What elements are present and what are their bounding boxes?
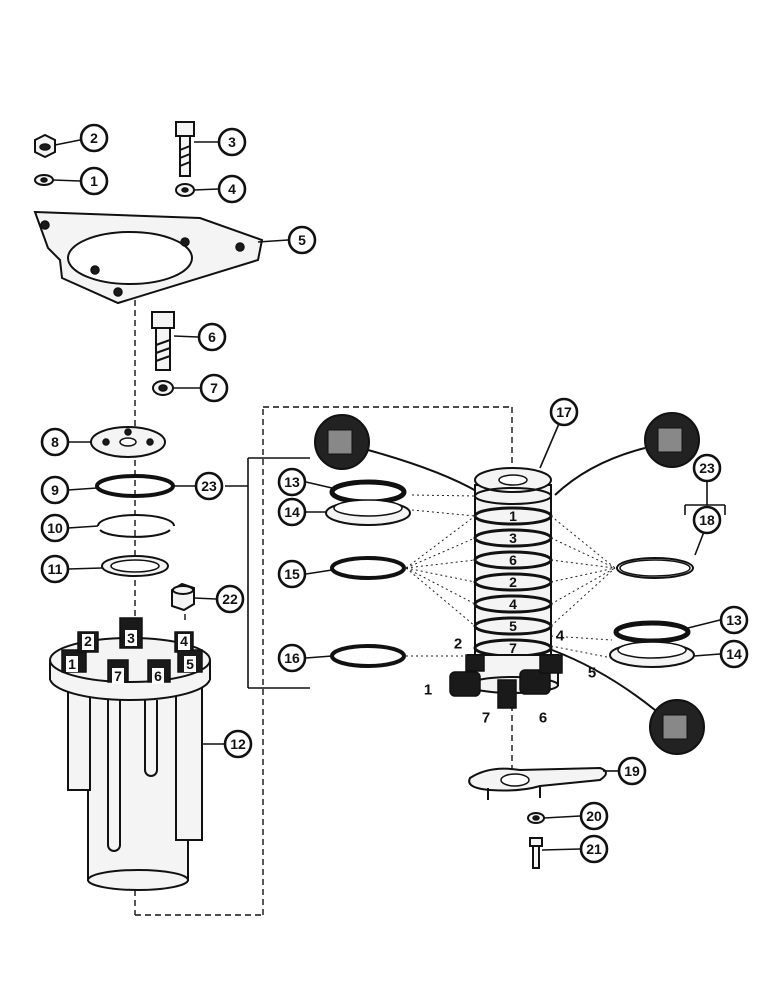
svg-text:3: 3 [228, 134, 236, 150]
spool-ring-5: 5 [509, 618, 517, 634]
callout-13-right: 13 [719, 605, 749, 635]
callout-3: 3 [217, 127, 247, 157]
swivel-housing [49, 617, 211, 891]
cap-plug [171, 582, 195, 612]
callout-1: 1 [79, 166, 109, 196]
svg-text:6: 6 [208, 329, 216, 345]
svg-text:8: 8 [51, 434, 59, 450]
housing-port-1: 1 [68, 656, 76, 672]
svg-text:16: 16 [284, 650, 300, 666]
callout-14-right: 14 [719, 639, 749, 669]
callout-22: 22 [215, 584, 245, 614]
spool-ring-3: 3 [509, 530, 517, 546]
svg-text:22: 22 [222, 591, 238, 607]
callout-6: 6 [197, 322, 227, 352]
group-bracket-left [225, 457, 310, 689]
spool-ring-1: 1 [509, 508, 517, 524]
spool-port-7: 7 [482, 710, 490, 727]
housing-port-2: 2 [84, 633, 92, 649]
spool-port-1: 1 [424, 682, 432, 699]
spool-port-5: 5 [588, 665, 596, 682]
seals-right [609, 557, 695, 668]
callout-18: 18 [692, 505, 722, 535]
svg-text:9: 9 [51, 482, 59, 498]
callout-14-left: 14 [277, 497, 307, 527]
dotted-leaders [405, 494, 616, 659]
swivel-spool [449, 467, 563, 709]
callout-2: 2 [79, 123, 109, 153]
svg-text:21: 21 [586, 841, 602, 857]
callout-21: 21 [579, 834, 609, 864]
svg-text:5: 5 [298, 232, 306, 248]
svg-text:11: 11 [48, 561, 63, 577]
housing-port-labels: 2 3 4 1 7 6 5 [66, 630, 196, 684]
svg-text:23: 23 [201, 478, 217, 494]
callout-23-left: 23 [194, 471, 224, 501]
svg-text:19: 19 [624, 763, 640, 779]
callout-13-left: 13 [277, 467, 307, 497]
callout-16: 16 [277, 643, 307, 673]
housing-port-5: 5 [186, 656, 194, 672]
callout-5: 5 [287, 225, 317, 255]
svg-text:12: 12 [230, 736, 246, 752]
svg-text:13: 13 [284, 474, 300, 490]
housing-port-6: 6 [154, 668, 162, 684]
rings-left [95, 474, 175, 577]
callout-11: 11 [40, 554, 70, 584]
housing-port-3: 3 [127, 630, 135, 646]
svg-text:23: 23 [699, 460, 715, 476]
callout-8: 8 [40, 427, 70, 457]
svg-text:15: 15 [284, 566, 300, 582]
callout-15: 15 [277, 559, 307, 589]
callout-7: 7 [199, 373, 229, 403]
bolt-3 [175, 121, 195, 197]
spool-ring-labels: 1 3 6 2 4 5 7 [509, 508, 517, 656]
callout-20: 20 [579, 801, 609, 831]
lock-plate [468, 766, 607, 869]
bolt-6 [151, 311, 175, 396]
spool-ring-6: 6 [509, 552, 517, 568]
spool-ring-4: 4 [509, 596, 517, 612]
retainer-plate [90, 426, 166, 458]
svg-text:14: 14 [726, 646, 742, 662]
svg-text:18: 18 [699, 512, 715, 528]
svg-text:1: 1 [90, 173, 98, 189]
callout-4: 4 [217, 174, 247, 204]
spool-port-4: 4 [556, 628, 565, 645]
spool-port-6: 6 [539, 710, 547, 727]
group-bracket-right [684, 482, 726, 515]
nut-and-washer [34, 133, 56, 186]
spool-ring-7: 7 [509, 640, 517, 656]
svg-text:10: 10 [47, 520, 63, 536]
callout-23-right: 23 [692, 453, 722, 483]
callout-leaders [52, 139, 721, 851]
seals-left [325, 479, 411, 668]
spool-port-labels: 2 4 1 5 7 6 [424, 628, 596, 727]
housing-port-7: 7 [114, 668, 122, 684]
callout-17: 17 [549, 397, 579, 427]
mounting-plate [33, 210, 264, 305]
svg-text:2: 2 [90, 130, 98, 146]
callout-19: 19 [617, 756, 647, 786]
housing-port-4: 4 [180, 633, 188, 649]
callout-12: 12 [223, 729, 253, 759]
svg-text:14: 14 [284, 504, 300, 520]
svg-text:4: 4 [228, 181, 236, 197]
svg-text:13: 13 [726, 612, 742, 628]
svg-text:20: 20 [586, 808, 602, 824]
svg-text:17: 17 [556, 404, 572, 420]
callout-9: 9 [40, 475, 70, 505]
detail-magnifiers [314, 412, 705, 755]
svg-text:7: 7 [210, 380, 218, 396]
spool-port-2: 2 [454, 636, 462, 653]
callout-10: 10 [40, 513, 70, 543]
spool-ring-2: 2 [509, 574, 517, 590]
